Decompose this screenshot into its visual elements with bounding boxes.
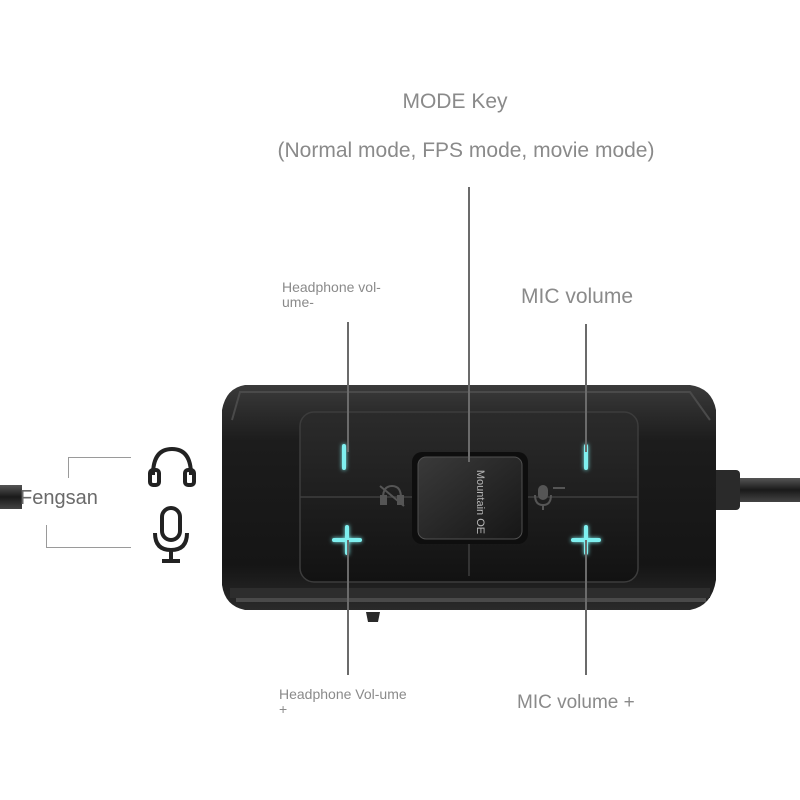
headphone-minus-indicator <box>342 444 346 470</box>
headphone-volume-plus-label: Headphone Vol-ume + <box>279 686 407 717</box>
headphone-minus-pointer-line <box>347 322 349 452</box>
legend-bracket-bottom <box>46 525 131 548</box>
legend-bracket-top <box>68 457 131 478</box>
mic-plus-pointer-line <box>585 540 587 675</box>
usb-cable <box>712 470 800 510</box>
mode-key-pointer-line <box>468 187 470 462</box>
headphone-plus-pointer-line <box>347 540 349 675</box>
mic-mute-icon <box>534 485 565 510</box>
headphones-icon <box>148 446 196 487</box>
mic-minus-pointer-line <box>585 324 587 452</box>
microphone-icon <box>153 506 189 563</box>
mode-button-label: Mountain OE <box>474 469 486 535</box>
brand-text: Fengsan <box>20 487 98 509</box>
headphone-mute-icon <box>379 484 405 507</box>
mode-key-modes: (Normal mode, FPS mode, movie mode) <box>277 139 655 162</box>
headphone-volume-minus-label: Headphone vol-ume- <box>282 279 381 310</box>
mic-volume-minus-label: MIC volume <box>521 285 634 308</box>
mode-key-title: MODE Key <box>402 90 508 113</box>
headphone-volume-down-button[interactable] <box>305 418 405 494</box>
left-plug <box>0 485 22 509</box>
mic-volume-plus-label: MIC volume + <box>517 692 635 713</box>
mode-button[interactable] <box>412 452 528 544</box>
